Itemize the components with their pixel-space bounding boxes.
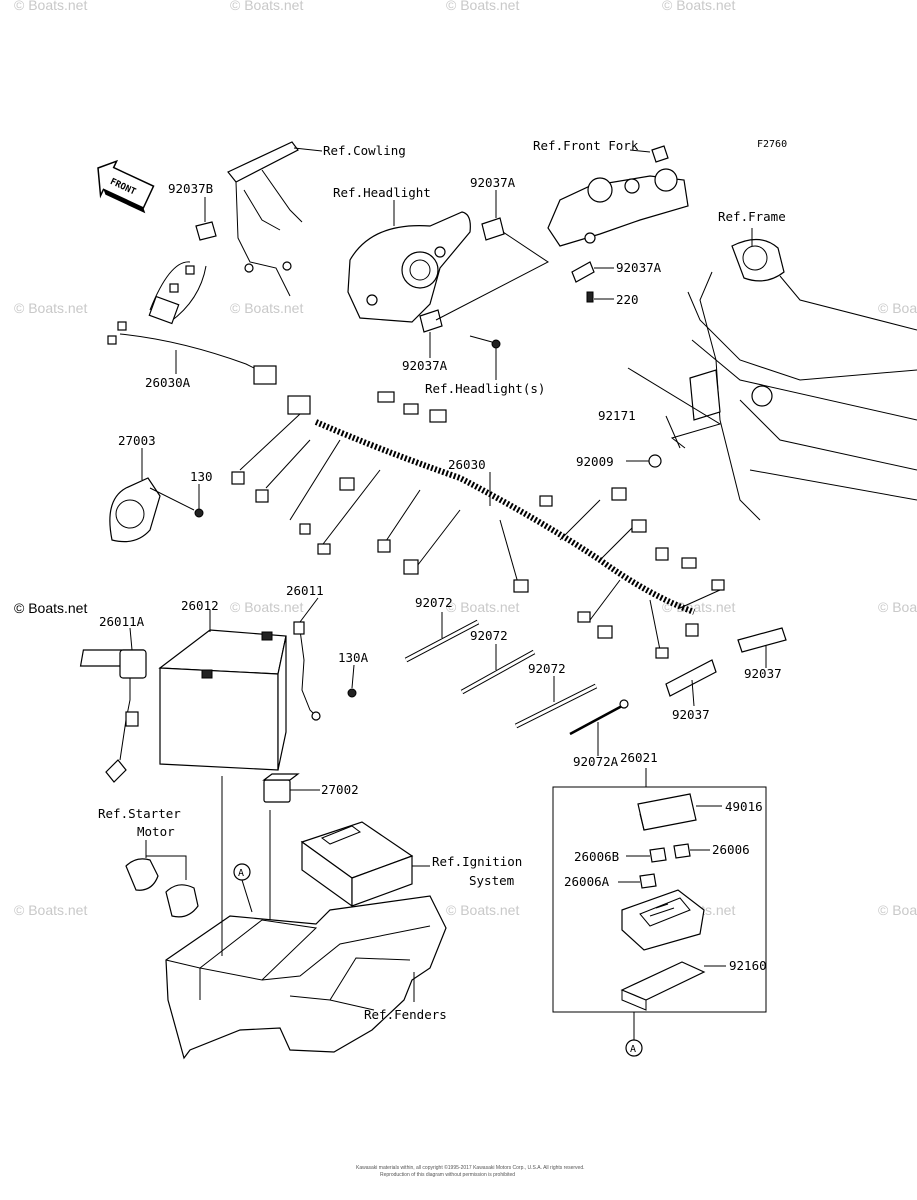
ref-front-fork-label: Ref.Front Fork bbox=[533, 138, 639, 153]
part-label: 92037A bbox=[470, 175, 516, 190]
clamp-92037-right bbox=[737, 627, 787, 668]
part-label: 26030A bbox=[145, 375, 191, 390]
cowling-bracket bbox=[227, 141, 323, 297]
callout-a-marker: A bbox=[238, 868, 244, 879]
strap-92072a bbox=[569, 699, 629, 756]
watermark: © Boats.net bbox=[446, 0, 519, 13]
watermark: © Boats.net bbox=[878, 599, 917, 615]
ref-headlight-label: Ref.Headlight bbox=[333, 185, 431, 200]
part-label: 130A bbox=[338, 650, 369, 665]
clamp-92037-mid bbox=[665, 659, 717, 707]
sub-harness-26030a bbox=[107, 261, 277, 385]
footer-copyright: Kawasaki materials within, all copyright… bbox=[356, 1164, 585, 1171]
ignition-ecu bbox=[300, 821, 430, 908]
part-label: 92160 bbox=[729, 958, 767, 973]
front-arrow-icon: FRONT bbox=[97, 159, 155, 214]
part-label: 92072 bbox=[415, 595, 453, 610]
watermark: © Boats.net bbox=[14, 300, 87, 316]
part-label: 26030 bbox=[448, 457, 486, 472]
part-label: 92037B bbox=[168, 181, 213, 196]
watermark-dark: © Boats.net bbox=[14, 600, 87, 616]
battery-26012 bbox=[79, 610, 287, 771]
part-label: 92009 bbox=[576, 454, 614, 469]
strap-92072-a bbox=[404, 612, 480, 663]
part-label: 49016 bbox=[725, 799, 763, 814]
ref-cowling-label: Ref.Cowling bbox=[323, 143, 406, 158]
relay-27002 bbox=[262, 773, 320, 803]
part-label: 26006 bbox=[712, 842, 750, 857]
horn-27003 bbox=[109, 448, 195, 543]
part-label: 26011 bbox=[286, 583, 324, 598]
watermark: © Boats.net bbox=[14, 902, 87, 918]
headlight-housing bbox=[347, 200, 471, 323]
watermark: © Boats.net bbox=[878, 300, 917, 316]
lead-26011a bbox=[105, 627, 147, 783]
bolt-220 bbox=[586, 291, 614, 303]
screw-92009 bbox=[626, 454, 662, 468]
part-label: 92072A bbox=[573, 754, 619, 769]
part-label: 130 bbox=[190, 469, 213, 484]
part-label: 92072 bbox=[528, 661, 566, 676]
part-label: 26006B bbox=[574, 849, 619, 864]
battery-case bbox=[165, 776, 447, 1060]
part-label: 26006A bbox=[564, 874, 610, 889]
fuse-box-group bbox=[552, 768, 767, 1057]
watermark: © Boats.net bbox=[230, 300, 303, 316]
starter-relay bbox=[125, 840, 199, 918]
ref-headlights-label: Ref.Headlight(s) bbox=[425, 381, 545, 396]
watermark: © Boats.net bbox=[230, 0, 303, 13]
bolt-130a bbox=[347, 664, 357, 698]
figure-id: F2760 bbox=[757, 139, 787, 150]
front-fork-bracket bbox=[547, 145, 689, 247]
ref-fenders-label: Ref.Fenders bbox=[364, 1007, 447, 1022]
clamp-92037b bbox=[195, 221, 217, 241]
watermark: © Boats.net bbox=[230, 599, 303, 615]
clamp-92037a-bottom bbox=[419, 309, 443, 358]
watermark: © Boats.net bbox=[662, 0, 735, 13]
footer-notice: Reproduction of this diagram without per… bbox=[380, 1172, 515, 1178]
watermark: © Boats.net bbox=[878, 902, 917, 918]
part-label: 220 bbox=[616, 292, 639, 307]
ref-ignition-line1: Ref.Ignition bbox=[432, 854, 522, 869]
clamp-92037a-top bbox=[481, 190, 505, 241]
watermark: © Boats.net bbox=[662, 599, 735, 615]
watermark: © Boats.net bbox=[446, 902, 519, 918]
part-label: 27002 bbox=[321, 782, 359, 797]
clamp-92037a-fork bbox=[571, 261, 614, 283]
watermark: © Boats.net bbox=[14, 0, 87, 13]
part-label: 92171 bbox=[598, 408, 636, 423]
strap-92072-b bbox=[460, 644, 536, 695]
watermark: © Boats.net bbox=[446, 599, 519, 615]
part-label: 92037A bbox=[402, 358, 448, 373]
strap-92072-c bbox=[514, 676, 598, 729]
callout-a-marker: A bbox=[630, 1044, 636, 1055]
part-label: 92072 bbox=[470, 628, 508, 643]
part-label: 92037 bbox=[744, 666, 782, 681]
part-label: 26012 bbox=[181, 598, 219, 613]
ref-starter-line1: Ref.Starter bbox=[98, 806, 181, 821]
ref-ignition-line2: System bbox=[469, 873, 514, 888]
frame bbox=[687, 228, 917, 521]
part-label: 26021 bbox=[620, 750, 658, 765]
ref-frame-label: Ref.Frame bbox=[718, 209, 786, 224]
main-harness-26030 bbox=[231, 391, 725, 659]
part-label: 27003 bbox=[118, 433, 156, 448]
screw bbox=[469, 335, 501, 349]
ref-starter-line2: Motor bbox=[137, 824, 175, 839]
part-label: 92037 bbox=[672, 707, 710, 722]
nut-130 bbox=[194, 484, 204, 518]
battery-lead-26011 bbox=[293, 597, 321, 721]
part-label: 92037A bbox=[616, 260, 662, 275]
part-label: 26011A bbox=[99, 614, 145, 629]
